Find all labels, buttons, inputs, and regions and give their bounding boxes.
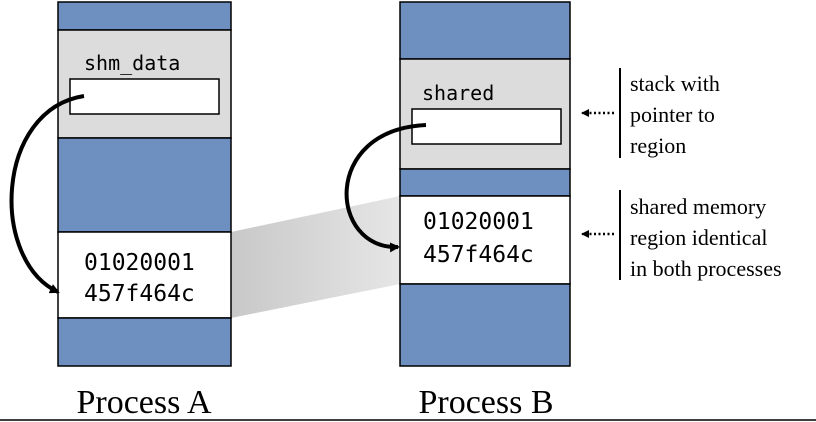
stack-annotation-line3: region	[630, 133, 686, 158]
process-b-memory-bottom	[399, 283, 571, 367]
process-a-pointer-box	[69, 78, 220, 115]
process-a-memory-top	[57, 1, 232, 31]
stack-annotation-line1: stack with	[630, 71, 720, 96]
process-b-var-name: shared	[422, 81, 494, 105]
process-a-title: Process A	[76, 384, 212, 421]
process-a-memory-middle	[57, 137, 232, 233]
process-a-shared-region	[57, 231, 232, 319]
shared-annotation-line2: region identical	[630, 225, 767, 250]
shared-region-connector	[231, 196, 400, 318]
process-b-memory-top	[399, 1, 571, 60]
process-a-var-name: shm_data	[84, 51, 180, 75]
process-a-mem-line2: 457f464c	[84, 281, 195, 307]
process-b-pointer-box	[411, 108, 562, 145]
process-a-column: shm_data 01020001 457f464c	[57, 1, 232, 367]
stack-annotation-line2: pointer to	[630, 102, 715, 127]
process-b-mem-line2: 457f464c	[423, 242, 534, 268]
process-a-memory-bottom	[57, 317, 232, 367]
shared-annotation-line1: shared memory	[630, 194, 766, 219]
process-b-title: Process B	[418, 384, 553, 421]
process-a-pointer-arrow	[9, 94, 85, 294]
shared-annotation-line3: in both processes	[630, 256, 782, 281]
process-b-mem-line1: 01020001	[423, 209, 534, 235]
process-b-shared-region	[399, 195, 571, 285]
process-b-column: shared 01020001 457f464c	[399, 1, 571, 367]
process-b-pointer-arrow	[344, 123, 427, 253]
process-b-memory-middle	[399, 168, 571, 197]
process-a-mem-line1: 01020001	[84, 250, 195, 276]
